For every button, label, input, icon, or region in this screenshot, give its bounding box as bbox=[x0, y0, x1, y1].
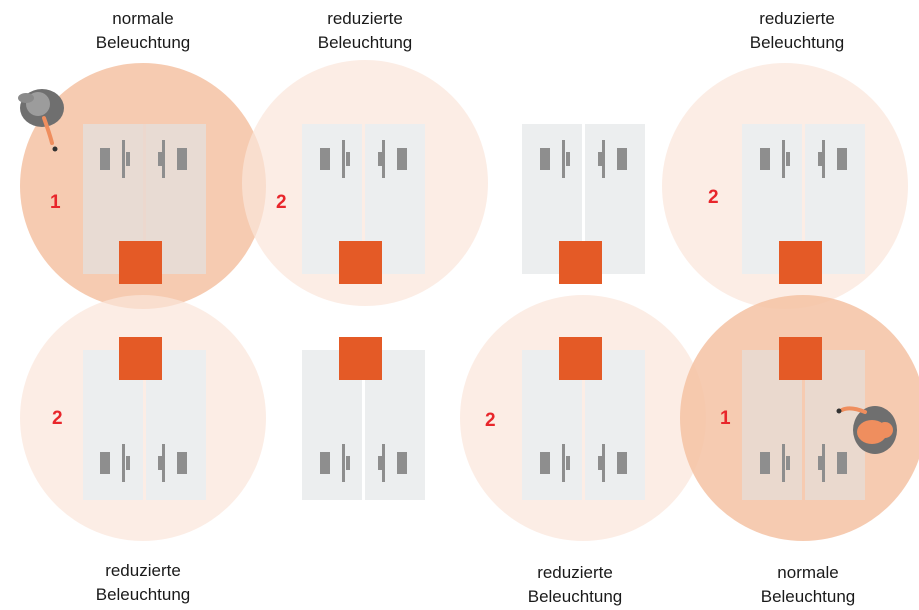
door-top-1 bbox=[83, 124, 206, 274]
motion-sensor-icon bbox=[779, 241, 822, 284]
zone-number-bottom-4: 1 bbox=[720, 408, 731, 429]
label-line: Beleuchtung bbox=[96, 33, 191, 52]
sensors bbox=[119, 241, 822, 380]
label-line: reduzierte bbox=[327, 9, 403, 28]
motion-sensor-icon bbox=[339, 337, 382, 380]
motion-sensor-icon bbox=[559, 337, 602, 380]
motion-sensor-icon bbox=[559, 241, 602, 284]
motion-sensor-icon bbox=[119, 241, 162, 284]
label-line: normale bbox=[777, 563, 838, 582]
label-line: Beleuchtung bbox=[528, 587, 623, 606]
motion-sensor-icon bbox=[339, 241, 382, 284]
light-zone-bottom-3 bbox=[460, 295, 706, 541]
motion-sensor-icon bbox=[119, 337, 162, 380]
zone-number-bottom-3: 2 bbox=[485, 410, 496, 431]
label-line: Beleuchtung bbox=[96, 585, 191, 604]
person-topdown-icon bbox=[18, 89, 64, 152]
label-line: normale bbox=[112, 9, 173, 28]
motion-sensor-icon bbox=[779, 337, 822, 380]
zone-number-bottom-1: 2 bbox=[52, 408, 63, 429]
zone-number-top-1: 1 bbox=[50, 192, 61, 213]
zone-number-top-2: 2 bbox=[276, 192, 287, 213]
label-line: Beleuchtung bbox=[318, 33, 413, 52]
label-line: reduzierte bbox=[105, 561, 181, 580]
label-line: Beleuchtung bbox=[761, 587, 856, 606]
label-line: reduzierte bbox=[537, 563, 613, 582]
person-topdown-icon bbox=[836, 406, 897, 454]
label-line: reduzierte bbox=[759, 9, 835, 28]
zone-number-top-4: 2 bbox=[708, 187, 719, 208]
label-line: Beleuchtung bbox=[750, 33, 845, 52]
